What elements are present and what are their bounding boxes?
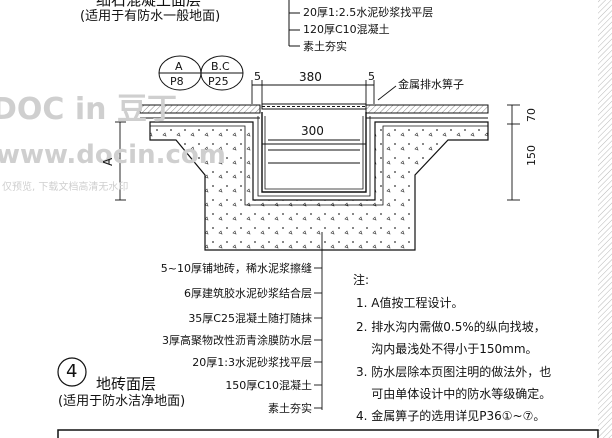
section-3-subtitle: (适用于有防水一般地面) (80, 9, 221, 24)
detail-ref-a-top: A (175, 60, 183, 73)
layer-1: 5~10厚铺地砖，稀水泥浆擦缝 (160, 262, 312, 275)
note-2a: 2. 排水沟内需做0.5%的纵向找坡， (356, 320, 546, 334)
title-block (57, 429, 599, 438)
top-layer-1: 20厚1:2.5水泥砂浆找平层 (303, 6, 434, 19)
layer-leaders (314, 232, 323, 410)
watermark-url: www.docin.com (0, 140, 226, 170)
dim-depth-150: 150 (525, 145, 538, 166)
watermark-notice: 仅预览, 下载文档高清无水印 (2, 182, 129, 193)
note-2b: 沟内最浅处不得小于150mm。 (356, 342, 538, 356)
top-layer-2: 120厚C10混凝土 (303, 23, 390, 36)
section-4-title: 地砖面层 (96, 375, 157, 393)
watermark-logo: DOC in 豆丁 (0, 92, 177, 127)
top-layer-3: 素土夯实 (303, 40, 347, 53)
dimension-lines (115, 80, 520, 201)
detail-ref-b-bottom: P25 (208, 75, 229, 88)
layer-3: 35厚C25混凝土随打随抹 (188, 312, 312, 325)
dim-outer-width: 380 (299, 70, 322, 84)
notes-heading: 注: (353, 273, 370, 287)
detail-ref-a-bottom: P8 (170, 75, 184, 88)
dim-var-a: A (101, 157, 115, 166)
layer-7: 素土夯实 (268, 402, 312, 415)
top-layer-leaders (288, 0, 300, 47)
layer-4: 3厚高聚物改性沥青涂膜防水层 (162, 334, 312, 347)
channel-walls (257, 112, 371, 197)
concrete-body (149, 121, 489, 251)
edge-hatch (598, 0, 612, 438)
waterproof-layer (150, 125, 488, 206)
note-3a: 3. 防水层除本页图注明的做法外，也 (356, 365, 552, 379)
dim-side-right: 5 (368, 70, 375, 83)
section-3-title: 细石混凝土面层 (96, 0, 202, 9)
dim-side-left: 5 (254, 70, 261, 83)
detail-ref-b-top: B.C (211, 60, 230, 73)
layer-5: 20厚1:3水泥砂浆找平层 (192, 356, 312, 369)
layer-6: 150厚C10混凝土 (225, 379, 312, 392)
section-4-circle (57, 357, 87, 387)
section-4-number: 4 (66, 361, 78, 382)
note-3b: 可由单体设计中的防水等级确定。 (356, 387, 552, 401)
layer-2: 6厚建筑胶水泥砂浆结合层 (184, 287, 312, 300)
metal-grate (261, 103, 367, 110)
detail-ref-circles (158, 55, 244, 91)
dim-thick-70: 70 (525, 108, 538, 122)
dim-inner-width: 300 (301, 124, 324, 138)
section-4-subtitle: (适用于防水洁净地面) (58, 394, 186, 409)
note-4: 4. 金属箅子的选用详见P36①~⑦。 (356, 409, 546, 423)
note-1: 1. A值按工程设计。 (356, 296, 464, 310)
callout-grate: 金属排水箅子 (398, 78, 464, 91)
floor-finish (139, 104, 489, 119)
